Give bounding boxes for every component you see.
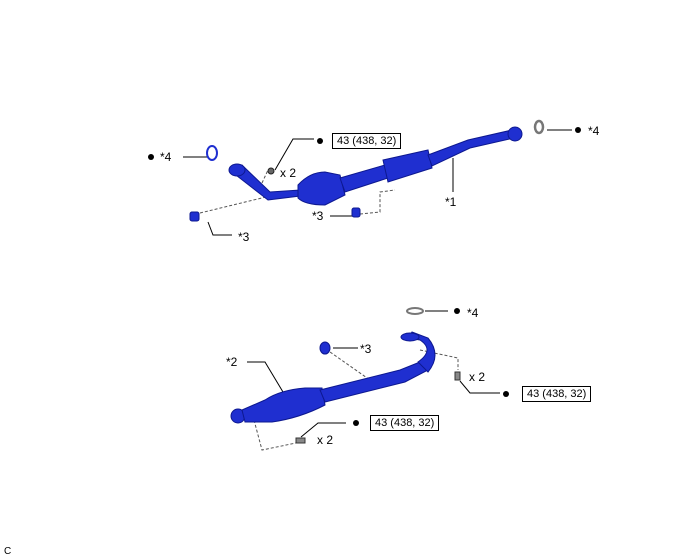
gasket-right [533, 119, 545, 135]
support-left-label: *3 [238, 230, 250, 244]
support-mid-label: *3 [312, 209, 324, 223]
center-exhaust-pipe [230, 331, 461, 444]
torque-spec-box: 43 (438, 32) [522, 386, 592, 402]
gasket-bottom-label: *4 [467, 306, 479, 320]
support-bottom-label: *3 [360, 342, 372, 356]
replace-dot [353, 420, 359, 426]
replace-dot [575, 127, 581, 133]
leader-lines [183, 129, 572, 438]
replace-dot [503, 391, 509, 397]
torque-spec-box: 43 (438, 32) [370, 415, 440, 431]
gasket-left [206, 145, 218, 161]
figure-code: C [4, 546, 12, 557]
replace-dot [317, 138, 323, 144]
torque-spec-box: 43 (438, 32) [332, 133, 402, 149]
bolt-left-quantity: x 2 [317, 433, 334, 447]
nut-quantity: x 2 [280, 166, 297, 180]
gasket-right-label: *4 [588, 124, 600, 138]
dashed-lines [199, 169, 459, 451]
center-pipe-label: *2 [226, 355, 238, 369]
replace-dot [454, 308, 460, 314]
gasket-bottom [406, 307, 424, 315]
replace-dot [148, 154, 154, 160]
front-exhaust-pipe [189, 126, 523, 222]
front-pipe-label: *1 [445, 195, 457, 209]
bolt-right-quantity: x 2 [469, 370, 486, 384]
gasket-left-label: *4 [160, 150, 172, 164]
